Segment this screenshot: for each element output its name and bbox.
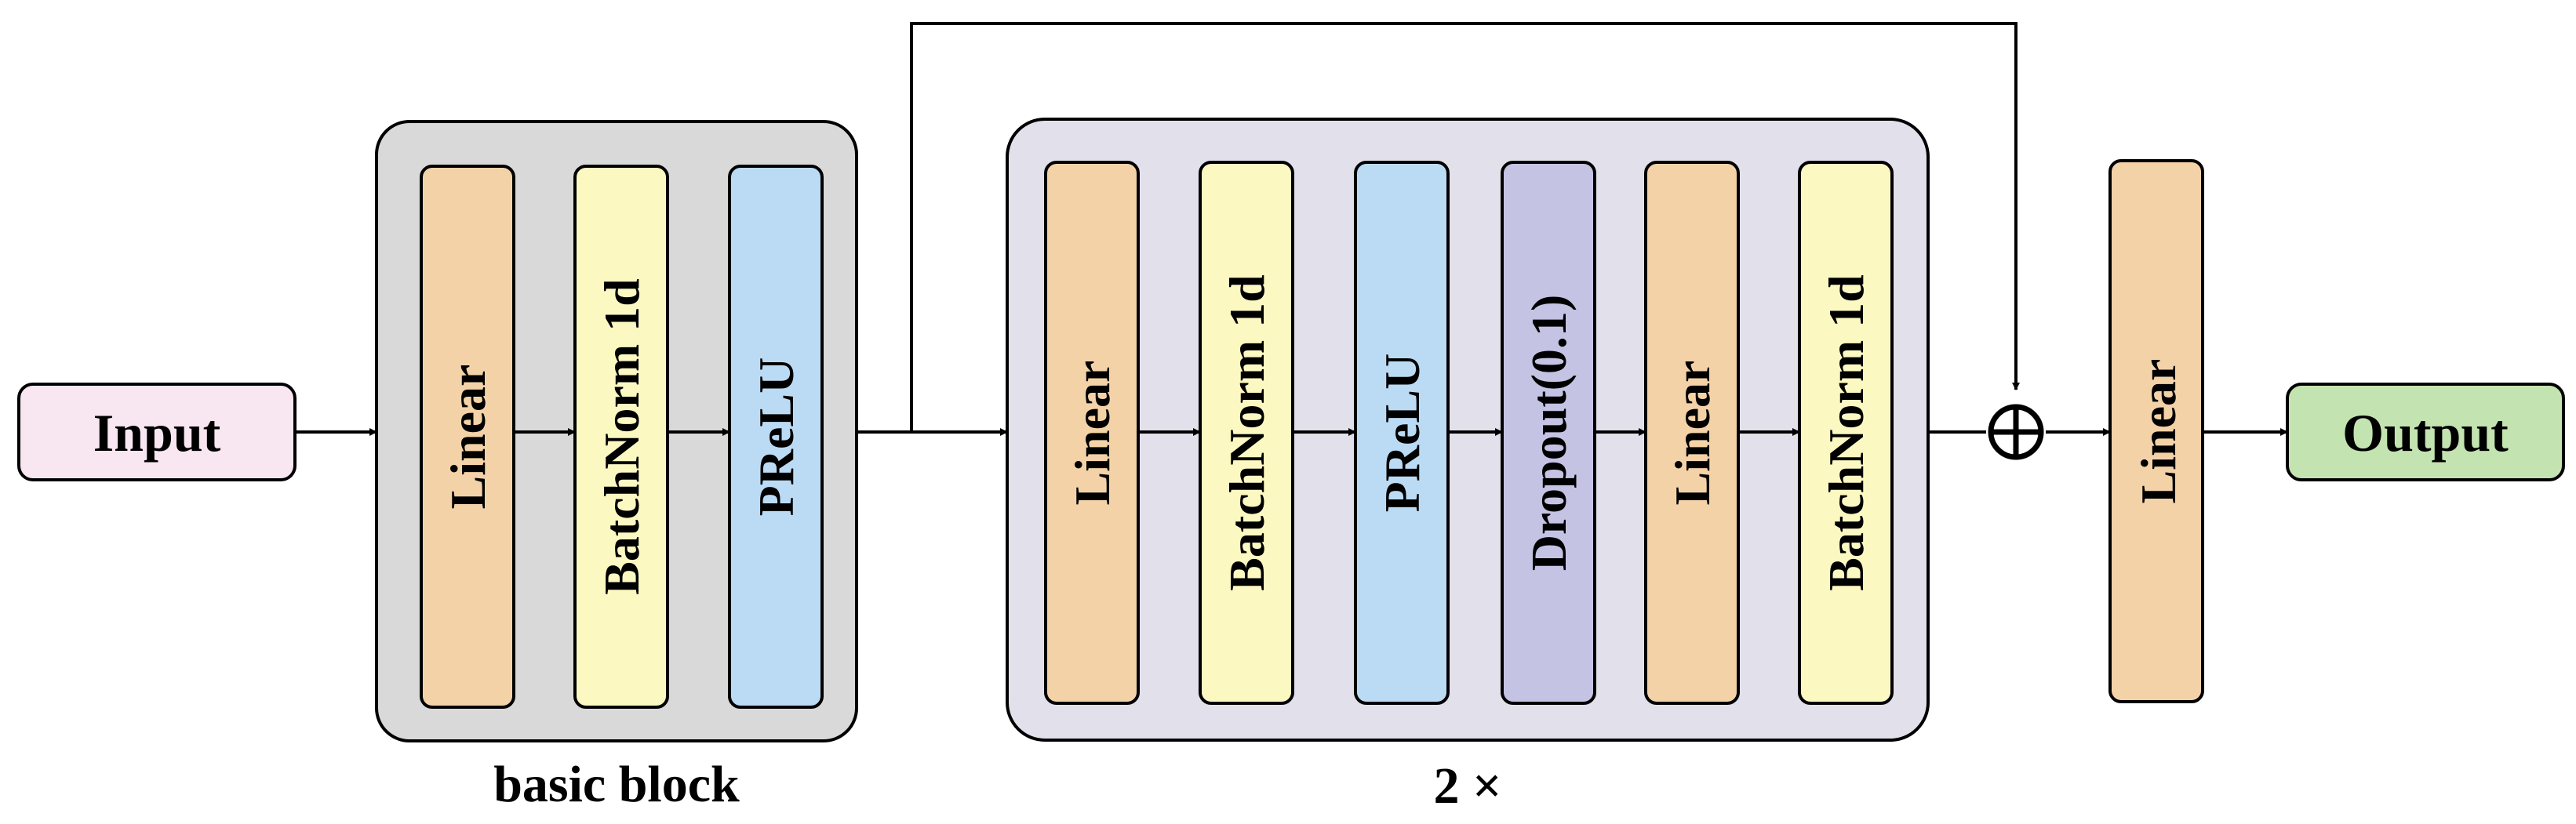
final-linear-layer: Linear — [2108, 159, 2204, 703]
repeat-layer-1: Linear — [1044, 161, 1140, 705]
repeat-layer-6-label: BatchNorm 1d — [1818, 274, 1874, 591]
skip-connection — [910, 22, 2020, 432]
output-node: Output — [2286, 383, 2565, 481]
basic-layer-2-label: BatchNorm 1d — [594, 278, 649, 595]
repeat-block-caption: 2 × — [1433, 757, 1501, 815]
basic-block-caption: basic block — [493, 756, 740, 813]
basic-layer-1-label: Linear — [440, 365, 496, 510]
repeat-layer-4: Dropout(0.1) — [1501, 161, 1596, 705]
repeat-layer-2: BatchNorm 1d — [1199, 161, 1294, 705]
basic-block-layers: Linear BatchNorm 1d PReLU — [420, 165, 824, 709]
connectors — [295, 22, 2288, 436]
repeat-block-layers: Linear BatchNorm 1d PReLU Dropout(0.1) Linea… — [1044, 161, 1894, 705]
repeat-block: 2 × — [1006, 118, 1930, 815]
circle-plus-icon — [1988, 404, 2044, 460]
repeat-layer-3-label: PReLU — [1374, 354, 1430, 513]
input-node: Input — [17, 383, 297, 481]
repeat-layer-5-label: Linear — [1665, 361, 1720, 506]
repeat-layer-1-label: Linear — [1064, 361, 1120, 506]
input-label: Input — [93, 403, 221, 463]
basic-layer-3: PReLU — [728, 165, 824, 709]
final-linear-label: Linear — [2130, 359, 2186, 504]
basic-layer-2: BatchNorm 1d — [573, 165, 669, 709]
repeat-layer-5: Linear — [1644, 161, 1740, 705]
output-label: Output — [2342, 403, 2509, 463]
basic-layer-1: Linear — [420, 165, 515, 709]
repeat-layer-6: BatchNorm 1d — [1798, 161, 1894, 705]
repeat-layer-3: PReLU — [1354, 161, 1450, 705]
repeat-layer-2-label: BatchNorm 1d — [1219, 274, 1275, 591]
repeat-layer-4-label: Dropout(0.1) — [1521, 295, 1577, 572]
basic-layer-3-label: PReLU — [748, 358, 804, 517]
